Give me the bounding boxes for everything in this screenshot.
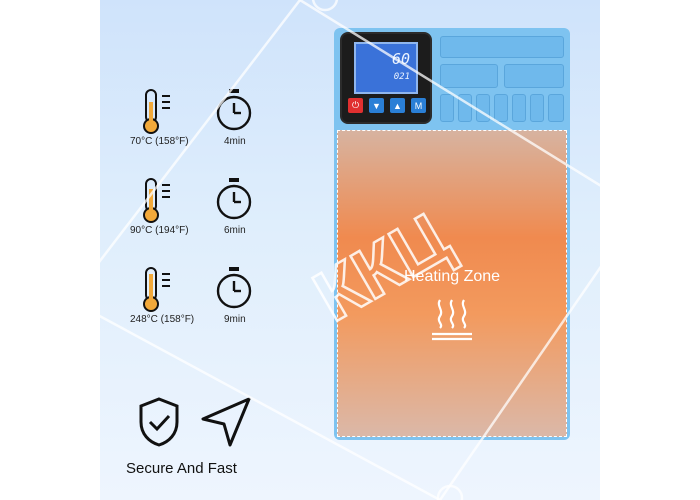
temperature-label: 248°C (158°F) [130, 314, 195, 325]
duration-label: 9min [224, 314, 246, 325]
mode-button[interactable]: M [411, 98, 426, 113]
timer-icon [216, 178, 252, 220]
parts-tray [504, 64, 564, 88]
up-button[interactable]: ▲ [390, 98, 405, 113]
spec-row: 70°C (158°F) 4min [130, 88, 270, 166]
parts-tray [530, 94, 544, 122]
temperature-controller: 60 021 ⏻ ▼ ▲ M [340, 32, 432, 124]
thermometer-icon [143, 89, 170, 134]
thermometer-icon [143, 178, 170, 223]
spec-row: 248°C (158°F) 9min [130, 266, 270, 344]
navigation-arrow-icon [201, 397, 251, 447]
timer-icon [216, 267, 252, 309]
temperature-label: 70°C (158°F) [130, 136, 189, 147]
parts-tray [512, 94, 526, 122]
temperature-label: 90°C (194°F) [130, 225, 189, 236]
parts-tray [440, 36, 564, 58]
duration-label: 4min [224, 136, 246, 147]
feature-label: Secure And Fast [126, 460, 237, 477]
heating-zone-label: Heating Zone [404, 268, 501, 285]
timer-icon [216, 89, 252, 131]
heat-waves-icon [432, 299, 472, 341]
shield-check-icon [139, 397, 179, 447]
parts-tray [440, 94, 454, 122]
display-timer: 021 [393, 72, 410, 82]
power-button[interactable]: ⏻ [348, 98, 363, 113]
lcd-display: 60 021 [354, 42, 418, 94]
parts-tray [458, 94, 472, 122]
parts-tray [494, 94, 508, 122]
duration-label: 6min [224, 225, 246, 236]
parts-tray [440, 64, 498, 88]
parts-tray [476, 94, 490, 122]
down-button[interactable]: ▼ [369, 98, 384, 113]
thermometer-icon [143, 267, 170, 312]
display-temperature: 60 [391, 50, 410, 68]
spec-row: 90°C (194°F) 6min [130, 177, 270, 255]
parts-tray [548, 94, 564, 122]
